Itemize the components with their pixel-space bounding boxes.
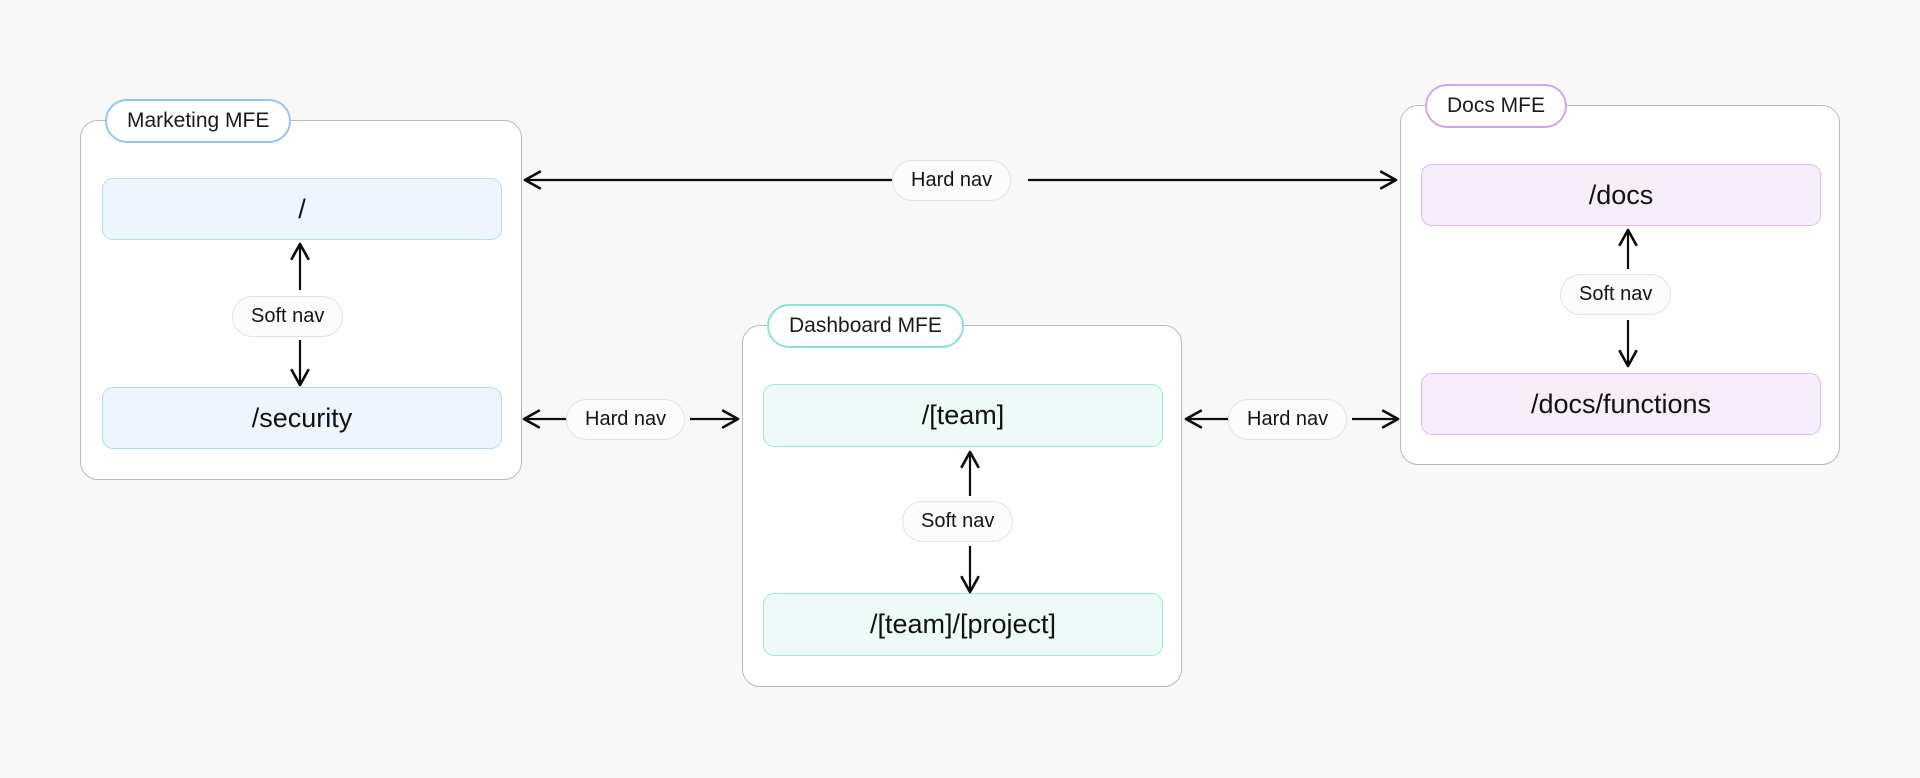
edge-label-hard-nav-marketing-dashboard[interactable]: Hard nav bbox=[566, 399, 686, 440]
mfe-group-docs[interactable]: Docs MFE /docs /docs/functions bbox=[1400, 84, 1840, 465]
edge-label-dashboard-soft-nav[interactable]: Soft nav bbox=[902, 501, 1014, 542]
route-node-marketing-security[interactable]: /security bbox=[102, 387, 502, 449]
route-node-dashboard-team[interactable]: /[team] bbox=[763, 384, 1163, 447]
mfe-group-title-docs: Docs MFE bbox=[1425, 84, 1568, 128]
route-node-docs-functions[interactable]: /docs/functions bbox=[1421, 373, 1821, 435]
route-node-dashboard-team-project[interactable]: /[team]/[project] bbox=[763, 593, 1163, 656]
route-node-docs[interactable]: /docs bbox=[1421, 164, 1821, 226]
edge-label-marketing-soft-nav[interactable]: Soft nav bbox=[232, 296, 344, 337]
edge-label-hard-nav-dashboard-docs[interactable]: Hard nav bbox=[1228, 399, 1348, 440]
route-node-marketing-root[interactable]: / bbox=[102, 178, 502, 240]
edge-label-docs-soft-nav[interactable]: Soft nav bbox=[1560, 274, 1672, 315]
mfe-group-dashboard[interactable]: Dashboard MFE /[team] /[team]/[project] bbox=[742, 304, 1182, 687]
mfe-group-title-marketing: Marketing MFE bbox=[105, 99, 292, 143]
mfe-group-title-dashboard: Dashboard MFE bbox=[767, 304, 964, 348]
edge-label-hard-nav-marketing-docs[interactable]: Hard nav bbox=[892, 160, 1012, 201]
